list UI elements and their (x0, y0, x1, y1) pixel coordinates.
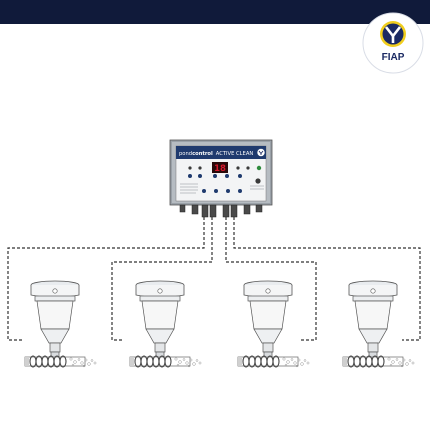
unit-4 (342, 280, 415, 368)
controller-title-suffix: ACTIVE CLEAN (216, 151, 254, 157)
unit-3 (237, 280, 310, 368)
cable-unit-4 (233, 217, 421, 341)
controller-display-value: 18 (214, 164, 226, 174)
logo-text: FIAP (382, 52, 405, 63)
cable-unit-3 (225, 217, 317, 341)
header-band (0, 0, 430, 24)
controller-title-bold: control (192, 151, 213, 157)
controller-title-prefix: pond (179, 151, 192, 157)
cable-unit-2 (111, 217, 213, 341)
cable-unit-1 (7, 217, 205, 341)
unit-2 (129, 280, 202, 368)
unit-1 (24, 280, 97, 368)
fiap-logo: FIAP (362, 12, 424, 74)
fiap-shield-y-icon (380, 21, 406, 47)
